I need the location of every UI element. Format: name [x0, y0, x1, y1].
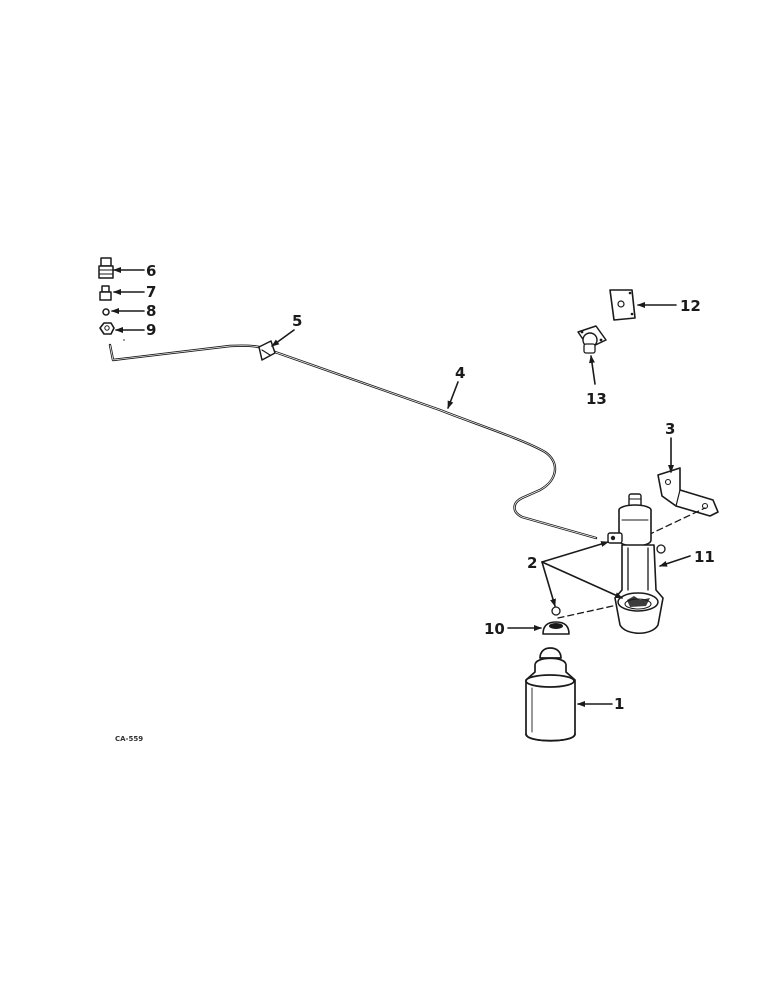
callout-1: 1: [614, 695, 624, 713]
rubber-cap-10: [542, 606, 570, 635]
callout-11: 11: [694, 548, 715, 566]
callout-10: 10: [484, 620, 505, 638]
washer-8: [102, 308, 110, 316]
fitting-6: [98, 257, 114, 279]
cylinder-can-1: [525, 647, 576, 742]
scan-speck: [123, 339, 125, 341]
fitting-7: [99, 285, 112, 301]
callout-6: 6: [146, 262, 156, 280]
callout-4: 4: [455, 364, 465, 382]
callout-12: 12: [680, 297, 701, 315]
callout-9: 9: [146, 321, 156, 339]
tube-line: [108, 343, 598, 540]
assembly-lines: [557, 507, 706, 619]
leader-lines: [111, 267, 691, 707]
tube-clip: [258, 340, 276, 361]
callout-2: 2: [527, 554, 537, 572]
callout-3: 3: [665, 420, 675, 438]
callout-labels: 6 7 8 9 5 4 12 13 3 11 2 10 1 CA-559: [115, 262, 715, 743]
mounting-bracket-3: [657, 467, 719, 517]
bracket-plate-12: [609, 289, 636, 321]
callout-5: 5: [292, 312, 302, 330]
nut-9: [99, 322, 115, 335]
callout-8: 8: [146, 302, 156, 320]
callout-7: 7: [146, 283, 156, 301]
figure-code: CA-559: [115, 735, 143, 743]
callout-13: 13: [586, 390, 607, 408]
switch-13: [577, 325, 607, 354]
canister-body-11: [607, 493, 666, 635]
